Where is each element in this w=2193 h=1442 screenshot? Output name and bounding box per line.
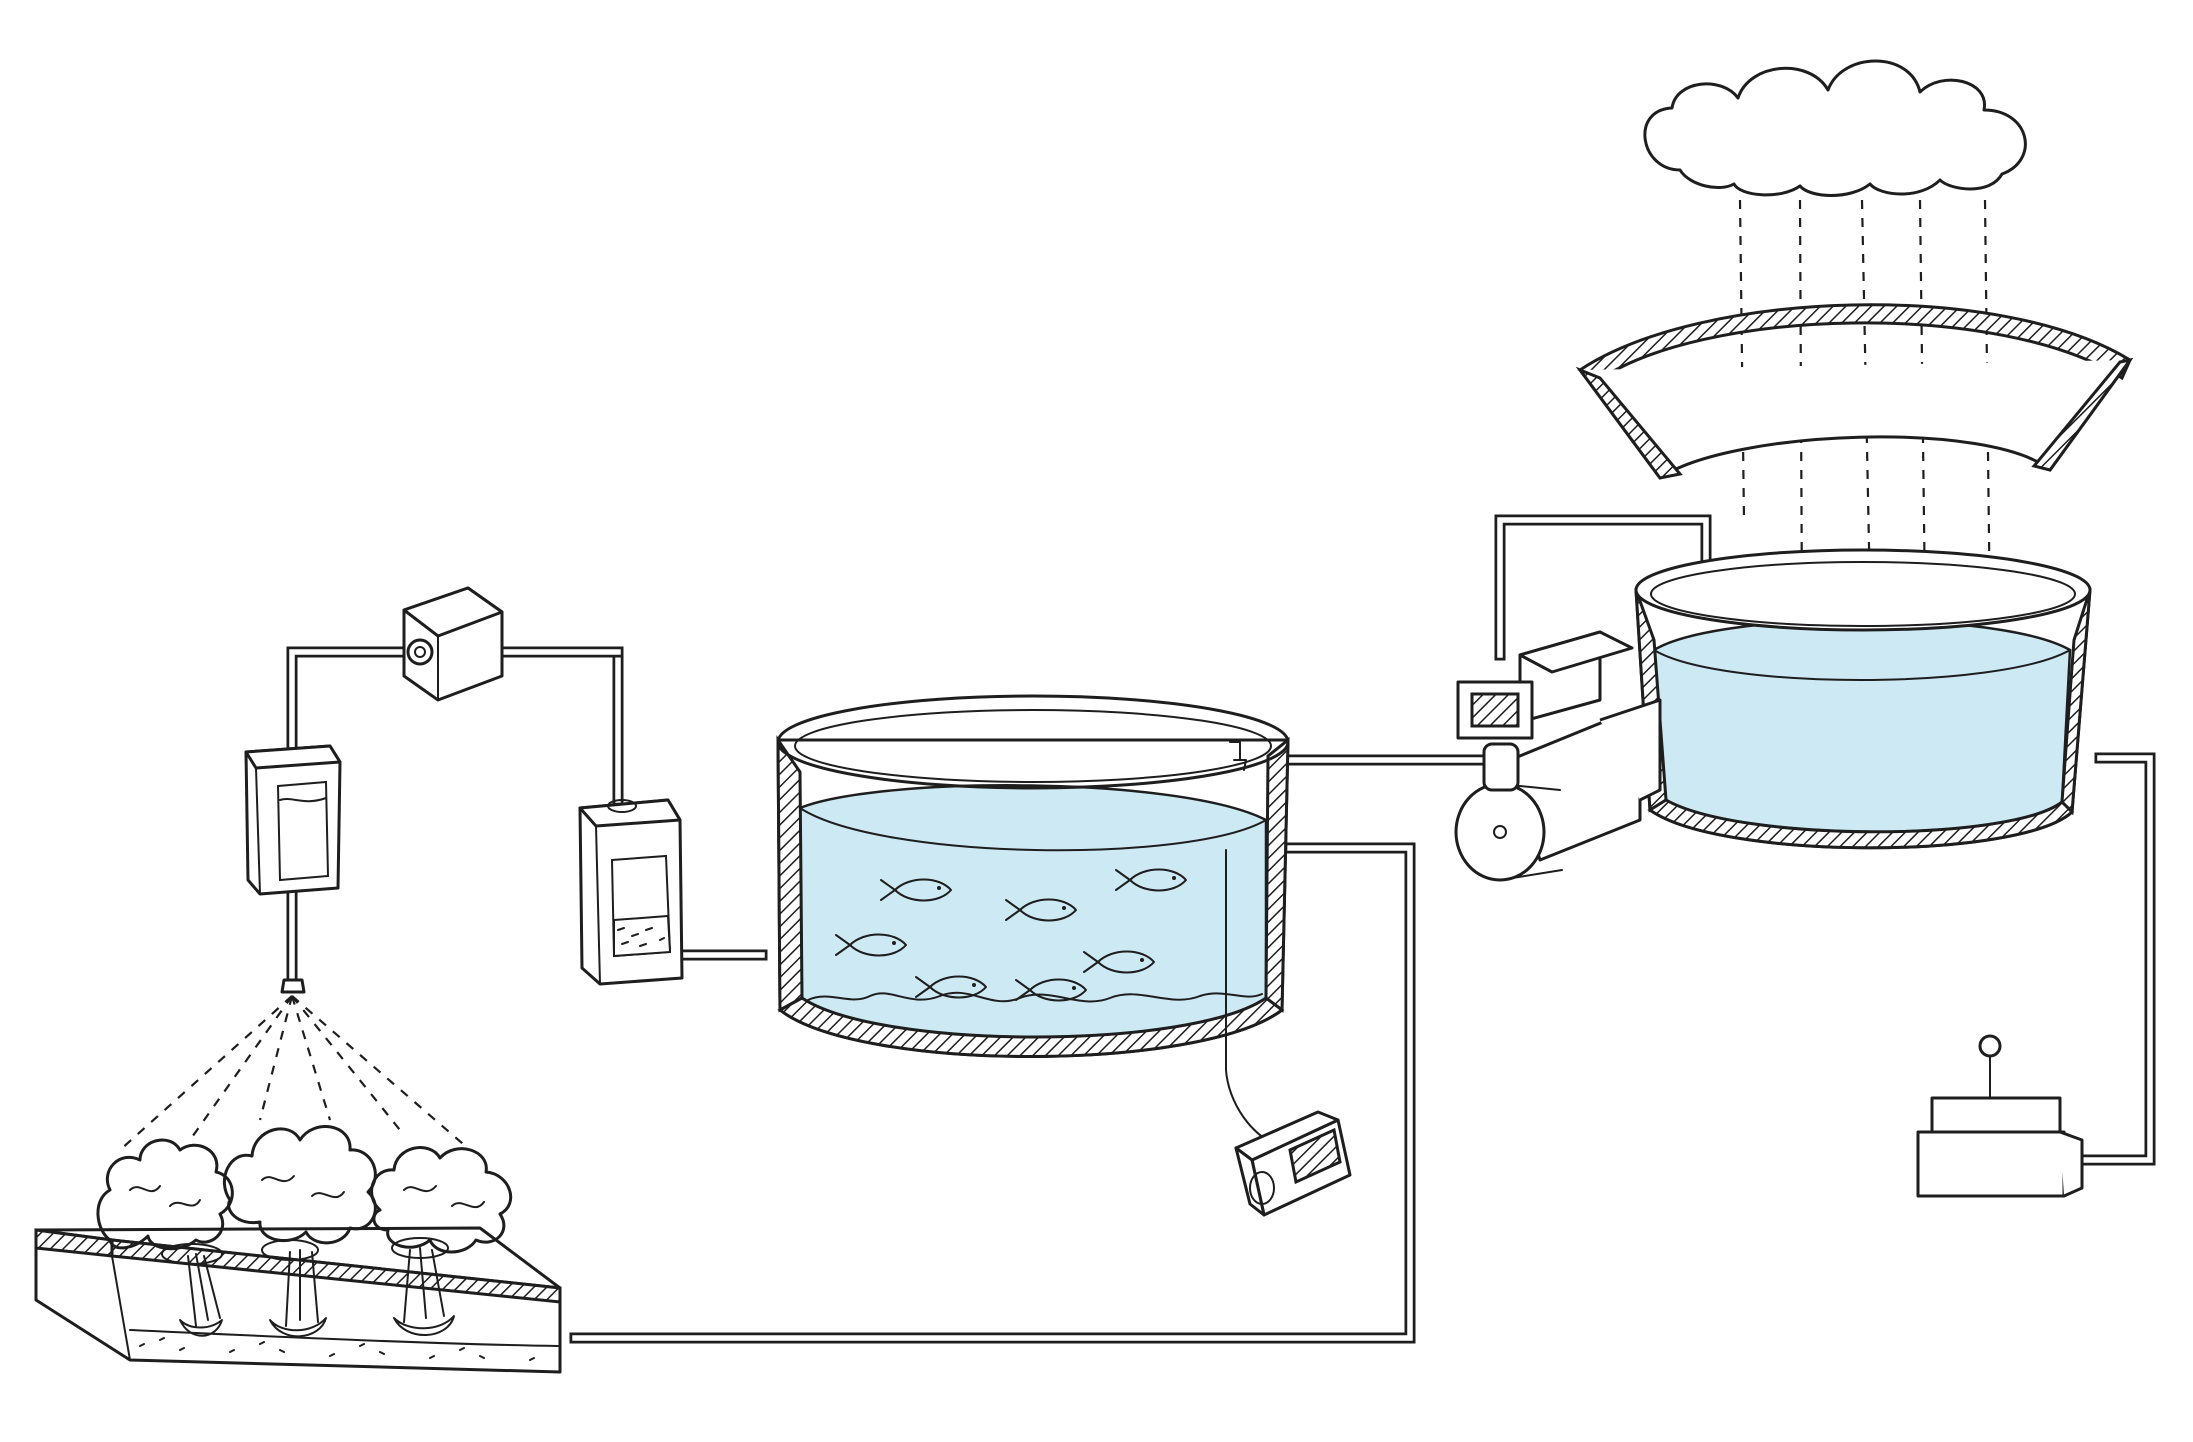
heater-icon <box>1918 1036 2082 1196</box>
cloud-icon <box>1645 61 2025 196</box>
nozzle-icon <box>120 980 470 1150</box>
funnel-icon <box>1580 305 2130 478</box>
biofilter <box>580 800 682 984</box>
rainwater-tank <box>1636 550 2090 848</box>
sludge-filter <box>246 746 340 894</box>
pump-icon <box>1456 632 1660 880</box>
plant-bed <box>36 1228 560 1372</box>
mineralization-unit <box>404 588 502 700</box>
fish-tank <box>778 696 1290 1150</box>
